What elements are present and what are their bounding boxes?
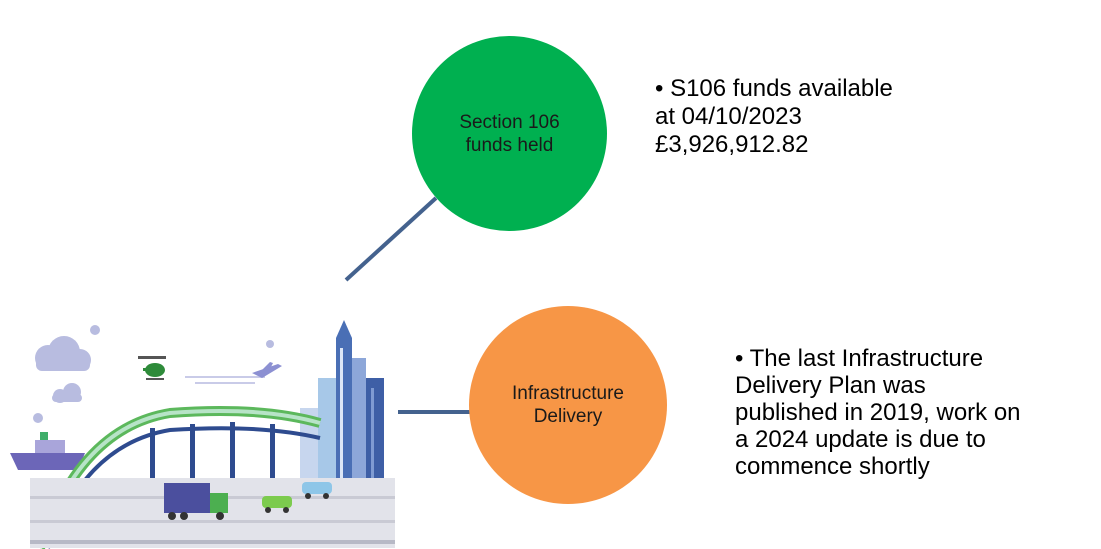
infrastructure-delivery-circle: Infrastructure Delivery — [469, 306, 667, 504]
infrastructure-delivery-label: Infrastructure Delivery — [512, 383, 624, 427]
section-106-label: Section 106 funds held — [459, 111, 560, 156]
airplane-icon — [185, 362, 282, 384]
buildings-icon — [300, 320, 384, 508]
section-106-circle: Section 106 funds held — [412, 36, 607, 231]
section-106-bullet: • S106 funds available at 04/10/2023 £3,… — [655, 75, 893, 158]
helicopter-icon — [138, 356, 166, 380]
transport-infrastructure-illustration — [10, 320, 395, 549]
ship-icon — [10, 432, 85, 470]
infrastructure-delivery-bullet: • The last Infrastructure Delivery Plan … — [735, 345, 1021, 480]
connector-line-section-106 — [344, 196, 438, 282]
truck-icon — [164, 483, 228, 520]
cloud-icon — [33, 325, 274, 423]
car-icon — [262, 482, 332, 513]
